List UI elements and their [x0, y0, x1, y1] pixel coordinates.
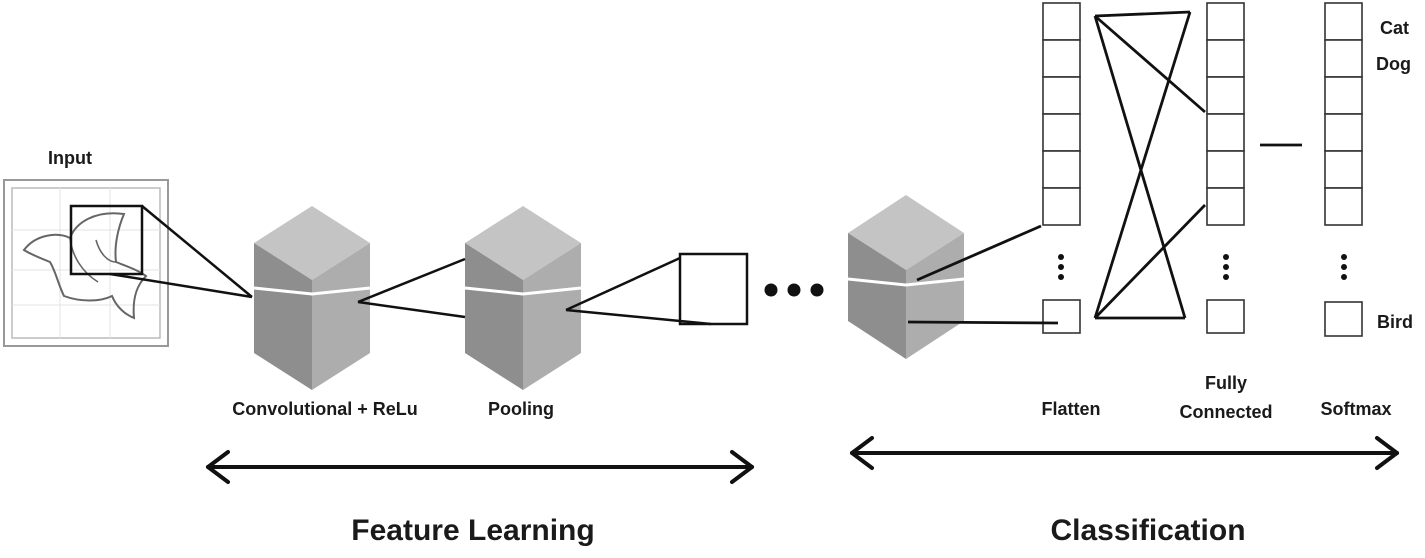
pooling-label: Pooling: [488, 399, 554, 419]
conv-relu-label: Convolutional + ReLu: [232, 399, 418, 419]
class-cat-label: Cat: [1380, 18, 1409, 38]
pooling-cube: [464, 206, 582, 390]
bird-icon: [22, 212, 148, 320]
input-label: Input: [48, 148, 92, 168]
flatten-label: Flatten: [1041, 399, 1100, 419]
fully-connected-column: [1206, 2, 1245, 334]
class-bird-label: Bird: [1377, 312, 1413, 332]
classification-arrow: [850, 436, 1399, 470]
receptive-field: [69, 204, 144, 276]
conv-cube: [253, 206, 371, 390]
feature-learning-label: Feature Learning: [351, 514, 594, 547]
feature-map: [678, 252, 749, 326]
final-feature-cube: [847, 195, 965, 359]
class-dog-label: Dog: [1376, 54, 1411, 74]
fully-connected-label-line1: Fully: [1205, 373, 1247, 393]
ellipsis-dots: [764, 283, 824, 297]
feature-learning-arrow: [206, 450, 754, 484]
classification-connections: [907, 10, 1302, 325]
input-image: [3, 179, 169, 347]
flatten-column: [1042, 2, 1081, 334]
softmax-column: [1324, 2, 1363, 337]
classification-label: Classification: [1050, 514, 1245, 547]
softmax-label: Softmax: [1320, 399, 1391, 419]
feature-connections: [109, 205, 712, 326]
fully-connected-label-line2: Connected: [1179, 402, 1272, 422]
